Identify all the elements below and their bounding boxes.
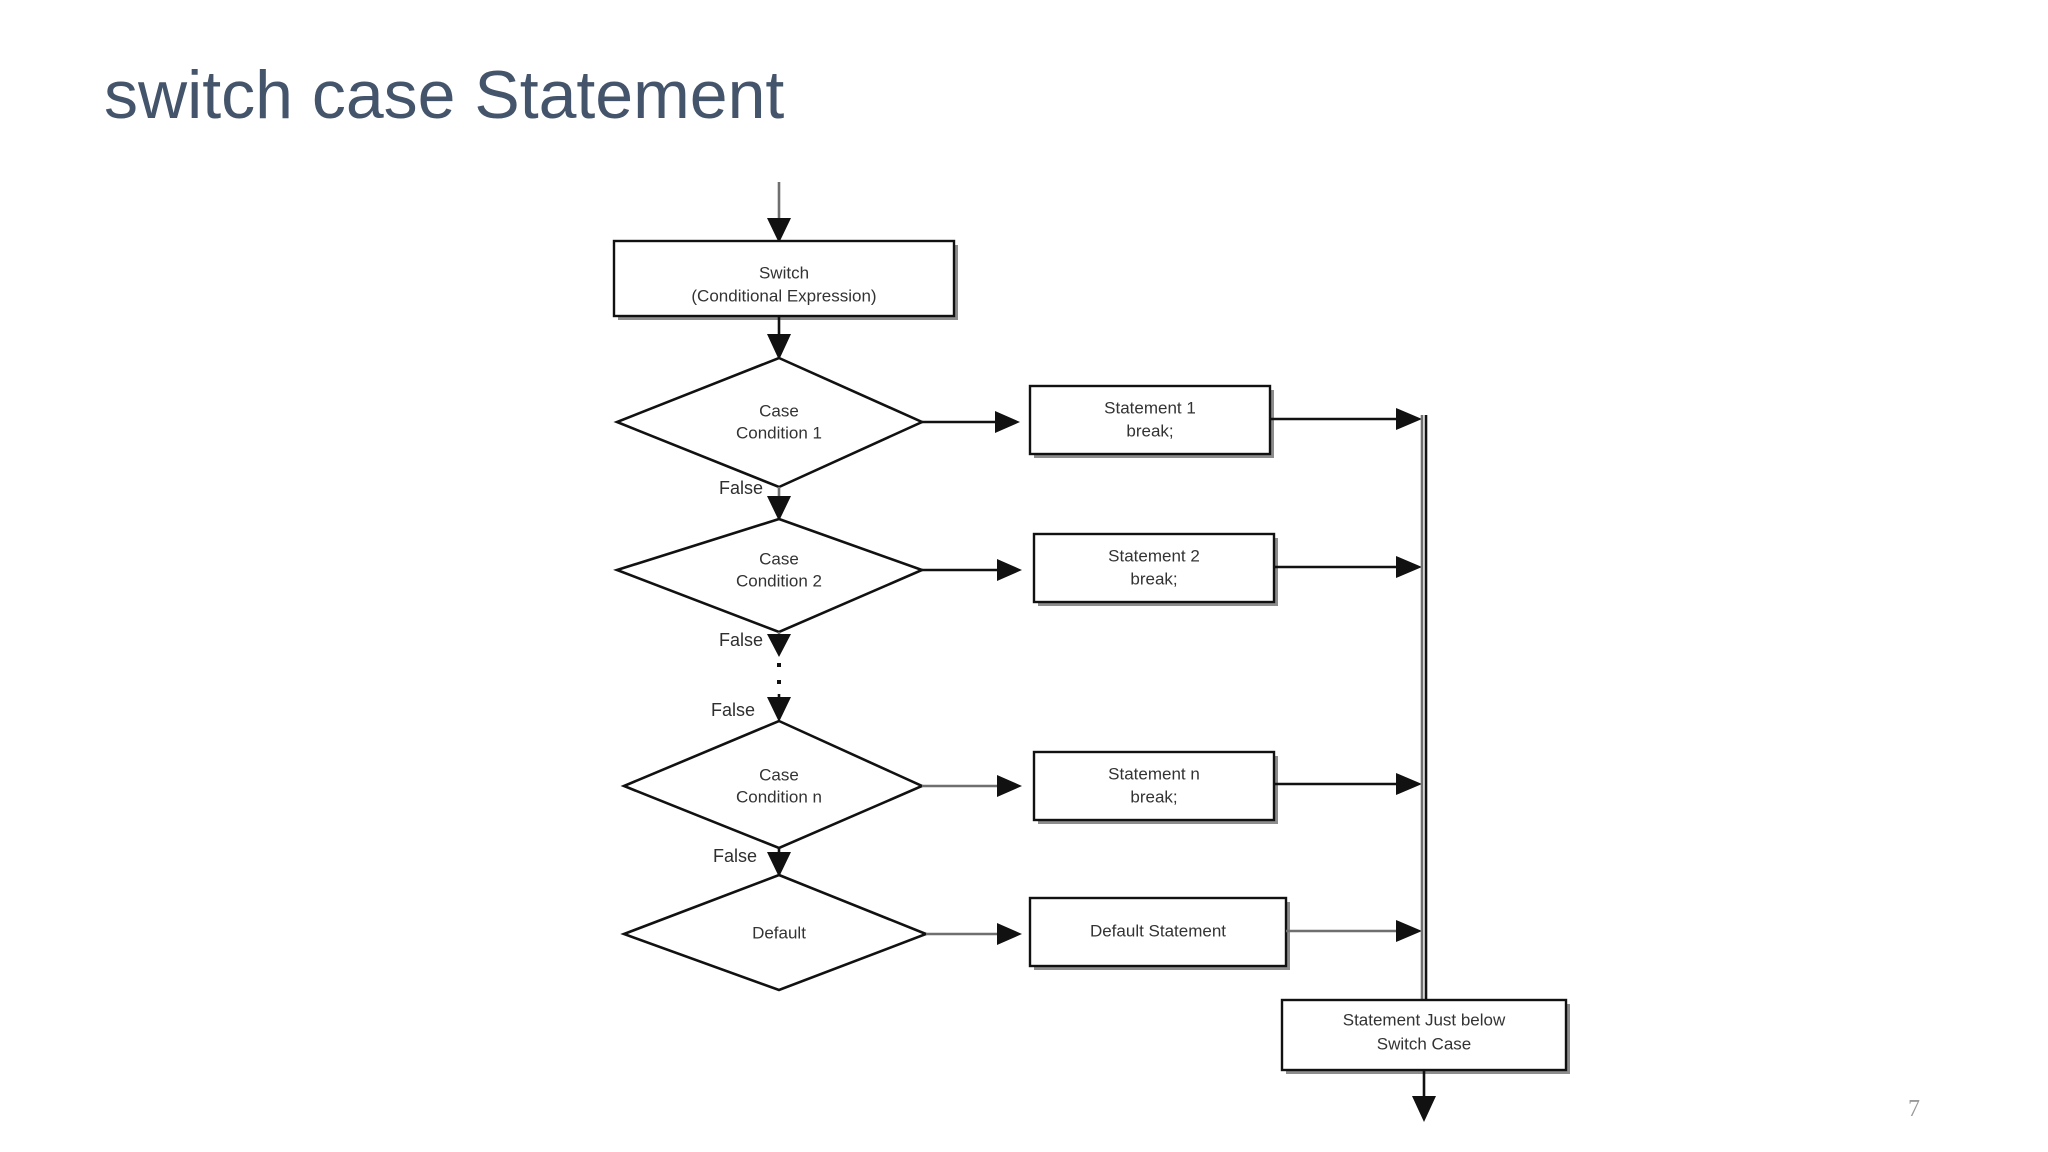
connector-casen-to-default [767, 848, 791, 877]
connector-statement2-to-merge [1274, 556, 1422, 578]
default-diamond-label: Default [752, 923, 806, 942]
default-statement-box: Default Statement [1028, 896, 1290, 970]
switch-box-line1: Switch [759, 263, 809, 282]
statement-1-box: Statement 1 break; [1028, 384, 1274, 458]
after-switch-line2: Switch Case [1377, 1034, 1471, 1053]
edge-label-false-1: False [719, 478, 763, 498]
connector-default-to-defaultstatement [926, 923, 1022, 945]
edge-label-false-2: False [719, 630, 763, 650]
connector-switch-to-case1 [767, 316, 791, 360]
connector-defaultstatement-to-merge [1286, 920, 1422, 942]
case-condition-1-diamond: Case Condition 1 [613, 356, 926, 489]
edge-label-false-4: False [713, 846, 757, 866]
switch-box: Switch (Conditional Expression) [612, 239, 958, 320]
case-condition-n-diamond: Case Condition n [620, 719, 926, 850]
statement-1-line1: Statement 1 [1104, 398, 1196, 417]
switch-box-line2: (Conditional Expression) [691, 286, 876, 305]
case-n-line2: Condition n [736, 787, 822, 806]
statement-n-line1: Statement n [1108, 764, 1200, 783]
after-switch-line1: Statement Just below [1343, 1010, 1506, 1029]
connector-case2-to-statement2 [922, 559, 1022, 581]
connector-case1-to-case2 [767, 487, 791, 521]
entry-arrow [767, 182, 791, 243]
default-statement-label: Default Statement [1090, 921, 1226, 940]
statement-2-line1: Statement 2 [1108, 546, 1200, 565]
connector-ellipsis-to-casen [767, 694, 791, 722]
default-diamond: Default [620, 873, 930, 992]
statement-1-line2: break; [1126, 421, 1173, 440]
connector-case2-to-ellipsis [767, 632, 791, 657]
case-2-line2: Condition 2 [736, 571, 822, 590]
connector-statementn-to-merge [1274, 773, 1422, 795]
page-title: switch case Statement [104, 57, 785, 133]
page-number: 7 [1908, 1096, 1920, 1122]
case-n-line1: Case [759, 765, 799, 784]
statement-n-box: Statement n break; [1032, 750, 1278, 824]
statement-n-line2: break; [1130, 787, 1177, 806]
exit-arrow [1412, 1070, 1436, 1122]
merge-rail-line [1420, 415, 1428, 1000]
case-1-line1: Case [759, 401, 799, 420]
connector-statement1-to-merge [1270, 408, 1422, 430]
case-1-line2: Condition 1 [736, 423, 822, 442]
connector-casen-to-statementn [922, 775, 1022, 797]
connector-case1-to-statement1 [922, 411, 1020, 433]
case-2-line1: Case [759, 549, 799, 568]
edge-label-false-3: False [711, 700, 755, 720]
after-switch-box: Statement Just below Switch Case [1280, 998, 1570, 1074]
case-condition-2-diamond: Case Condition 2 [613, 517, 926, 634]
statement-2-line2: break; [1130, 569, 1177, 588]
statement-2-box: Statement 2 break; [1032, 532, 1278, 606]
